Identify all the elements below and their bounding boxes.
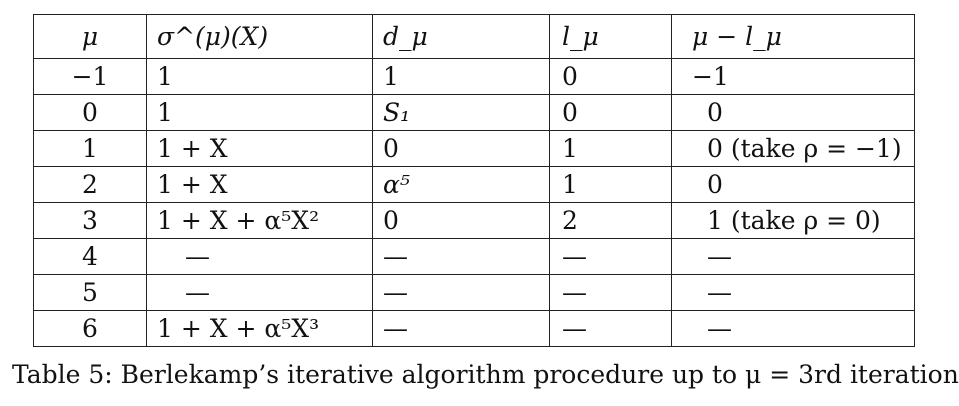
cell-d: 0 <box>372 130 550 167</box>
cell-mu: 2 <box>33 166 147 203</box>
cell-d: — <box>372 238 550 275</box>
cell-l: 0 <box>549 58 672 95</box>
cell-mu-minus-l: — <box>671 274 915 311</box>
table-row: 4 — — — — <box>33 238 915 275</box>
cell-mu: 0 <box>33 94 147 131</box>
cell-d: S₁ <box>372 94 550 131</box>
table-row: 5 — — — — <box>33 274 915 311</box>
cell-mu-minus-l: — <box>671 310 915 347</box>
cell-sigma: 1 <box>146 94 373 131</box>
cell-l: 2 <box>549 202 672 239</box>
cell-l: — <box>549 310 672 347</box>
cell-l: 1 <box>549 166 672 203</box>
table-header-row: μ σ^(μ)(X) d_μ l_μ μ − l_μ <box>33 14 915 59</box>
cell-d: — <box>372 274 550 311</box>
berlekamp-table: μ σ^(μ)(X) d_μ l_μ μ − l_μ −1 1 1 0 −1 0… <box>33 14 915 347</box>
cell-mu-minus-l: — <box>671 238 915 275</box>
table-row: 3 1 + X + α⁵X² 0 2 1 (take ρ = 0) <box>33 202 915 239</box>
cell-mu-minus-l: −1 <box>671 58 915 95</box>
cell-sigma: 1 <box>146 58 373 95</box>
header-sigma: σ^(μ)(X) <box>146 14 373 59</box>
cell-d: — <box>372 310 550 347</box>
table-row: −1 1 1 0 −1 <box>33 58 915 95</box>
cell-mu-minus-l: 0 <box>671 166 915 203</box>
cell-d: α⁵ <box>372 166 550 203</box>
cell-l: 0 <box>549 94 672 131</box>
cell-mu: 1 <box>33 130 147 167</box>
header-mu: μ <box>33 14 147 59</box>
cell-sigma: 1 + X <box>146 166 373 203</box>
cell-mu-minus-l: 0 (take ρ = −1) <box>671 130 915 167</box>
header-d: d_μ <box>372 14 550 59</box>
cell-d: 1 <box>372 58 550 95</box>
cell-mu-minus-l: 0 <box>671 94 915 131</box>
cell-sigma: 1 + X + α⁵X³ <box>146 310 373 347</box>
cell-sigma: — <box>146 238 373 275</box>
cell-mu: −1 <box>33 58 147 95</box>
cell-mu-minus-l: 1 (take ρ = 0) <box>671 202 915 239</box>
cell-mu: 4 <box>33 238 147 275</box>
cell-mu: 5 <box>33 274 147 311</box>
header-l: l_μ <box>549 14 672 59</box>
cell-sigma: 1 + X + α⁵X² <box>146 202 373 239</box>
cell-d: 0 <box>372 202 550 239</box>
header-mu-minus-l: μ − l_μ <box>671 14 915 59</box>
cell-l: — <box>549 238 672 275</box>
table-row: 0 1 S₁ 0 0 <box>33 94 915 131</box>
table-row: 6 1 + X + α⁵X³ — — — <box>33 310 915 347</box>
table-row: 2 1 + X α⁵ 1 0 <box>33 166 915 203</box>
cell-sigma: — <box>146 274 373 311</box>
table-caption: Table 5: Berlekamp’s iterative algorithm… <box>12 360 959 389</box>
cell-l: — <box>549 274 672 311</box>
cell-mu: 3 <box>33 202 147 239</box>
cell-l: 1 <box>549 130 672 167</box>
table-row: 1 1 + X 0 1 0 (take ρ = −1) <box>33 130 915 167</box>
cell-sigma: 1 + X <box>146 130 373 167</box>
cell-mu: 6 <box>33 310 147 347</box>
